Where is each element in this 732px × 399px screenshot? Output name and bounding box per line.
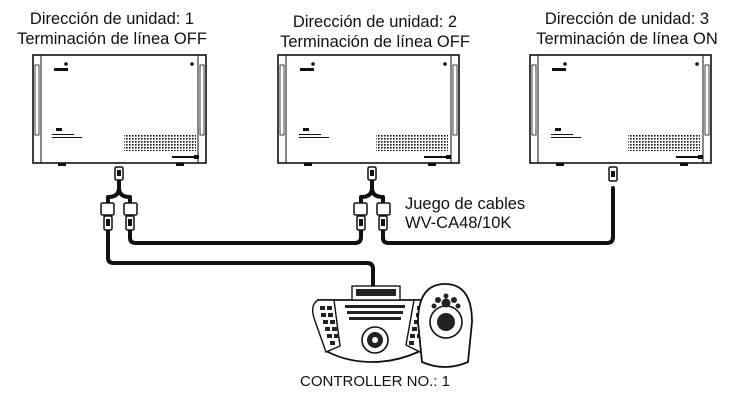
unit-1-address: Dirección de unidad: 1 — [29, 10, 195, 28]
cable-unit2-to-unit3 — [381, 186, 615, 245]
cable-kit-label: Juego de cables WV-CA48/10K — [405, 195, 525, 233]
unit-2-address: Dirección de unidad: 2 — [292, 13, 458, 31]
connector-pins — [106, 170, 615, 226]
cable-unit2-split — [359, 186, 385, 207]
controller-label: CONTROLLER NO.: 1 — [300, 373, 451, 390]
cable-network — [106, 178, 615, 294]
cable-unit1-to-unit2 — [128, 228, 363, 245]
matrix-unit-3 — [529, 54, 712, 166]
matrix-unit-2 — [277, 54, 460, 166]
cable-kit-name: Juego de cables — [405, 195, 526, 213]
unit-1-label: Dirección de unidad: 1 Terminación de lí… — [2, 9, 222, 49]
cable-unit1-split — [106, 186, 132, 207]
cable-kit-model: WV-CA48/10K — [405, 214, 512, 232]
unit-3-label: Dirección de unidad: 3 Terminación de lí… — [522, 9, 732, 49]
matrix-unit-1 — [32, 54, 207, 166]
unit-3-termination: Terminación de línea ON — [536, 30, 718, 48]
unit-2-termination: Terminación de línea OFF — [280, 33, 470, 51]
controller-joystick — [417, 283, 473, 368]
cable-unit1-to-controller — [106, 228, 375, 294]
unit-3-address: Dirección de unidad: 3 — [544, 10, 710, 28]
unit-1-termination: Terminación de línea OFF — [17, 30, 207, 48]
unit-2-label: Dirección de unidad: 2 Terminación de lí… — [262, 12, 488, 52]
